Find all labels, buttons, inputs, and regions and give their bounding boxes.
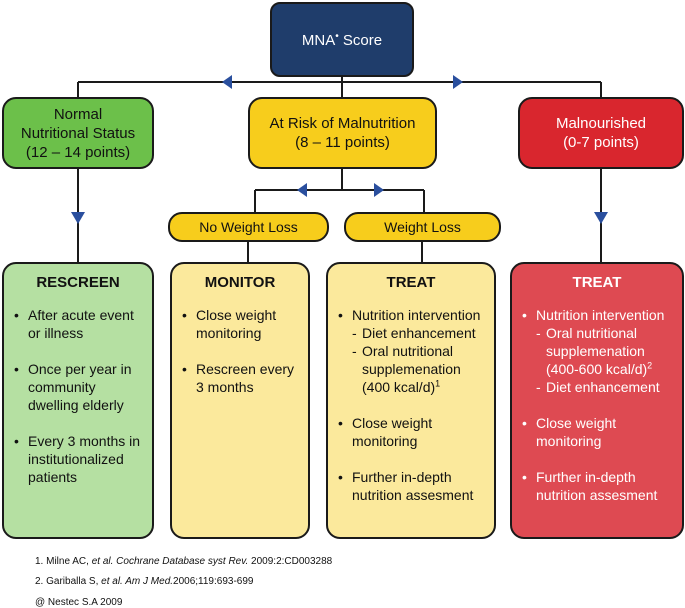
arrow-left-icon	[297, 183, 307, 197]
mna-score-box: MNA• Score	[270, 2, 414, 77]
panel-title: MONITOR	[204, 274, 276, 291]
list-item: Close weight monitoring	[182, 306, 298, 342]
list-item: Further in-depth nutrition assesment	[522, 468, 672, 504]
list-item: After acute event or illness	[14, 306, 142, 342]
arrow-right-icon	[453, 75, 463, 89]
mna-score-label: MNA• Score	[301, 30, 383, 49]
arrow-down-icon	[594, 212, 608, 224]
sub-item: Oral nutritional supplemenation (400 kca…	[352, 342, 484, 396]
list-item: Close weight monitoring	[338, 414, 484, 450]
panel-title: TREAT	[572, 274, 622, 291]
panel-title: TREAT	[386, 274, 436, 291]
treat-malnourished-panel: TREAT Nutrition intervention Oral nutrit…	[510, 262, 684, 539]
arrow-right-icon	[374, 183, 384, 197]
sub-item: Diet enhancement	[536, 378, 672, 396]
arrow-down-icon	[71, 212, 85, 224]
list-item: Close weight monitoring	[522, 414, 672, 450]
no-weight-loss-box: No Weight Loss	[168, 212, 329, 242]
monitor-panel: MONITOR Close weight monitoring Rescreen…	[170, 262, 310, 539]
footnote-2: 2. Gariballa S, et al. Am J Med.2006;119…	[35, 576, 254, 587]
rescreen-panel: RESCREEN After acute event or illness On…	[2, 262, 154, 539]
list-item: Once per year in community dwelling elde…	[14, 360, 142, 414]
list-item: Every 3 months in institutionalized pati…	[14, 432, 142, 486]
category-line: Malnourished	[555, 115, 647, 132]
arrow-left-icon	[222, 75, 232, 89]
copyright-note: @ Nestec S.A 2009	[35, 597, 123, 608]
sub-item: Diet enhancement	[352, 324, 484, 342]
list-item: Nutrition intervention Diet enhancement …	[338, 306, 484, 396]
at-risk-box: At Risk of Malnutrition (8 – 11 points)	[248, 97, 437, 169]
list-item: Nutrition intervention Oral nutritional …	[522, 306, 672, 396]
list-item: Rescreen every 3 months	[182, 360, 298, 396]
footnote-1: 1. Milne AC, et al. Cochrane Database sy…	[35, 556, 333, 567]
category-points: (8 – 11 points)	[295, 134, 390, 151]
category-line: Normal	[53, 105, 103, 123]
malnourished-box: Malnourished (0-7 points)	[518, 97, 684, 169]
category-line: Nutritional Status	[20, 124, 136, 142]
list-item: Further in-depth nutrition assesment	[338, 468, 484, 504]
category-line: At Risk of Malnutrition	[269, 115, 416, 132]
category-points: (0-7 points)	[563, 134, 639, 151]
sub-item: Oral nutritional supplemenation (400-600…	[536, 324, 672, 378]
treat-panel: TREAT Nutrition intervention Diet enhanc…	[326, 262, 496, 539]
weight-loss-box: Weight Loss	[344, 212, 501, 242]
category-points: (12 – 14 points)	[25, 143, 131, 161]
normal-status-box: Normal Nutritional Status (12 – 14 point…	[2, 97, 154, 169]
panel-title: RESCREEN	[36, 274, 120, 291]
